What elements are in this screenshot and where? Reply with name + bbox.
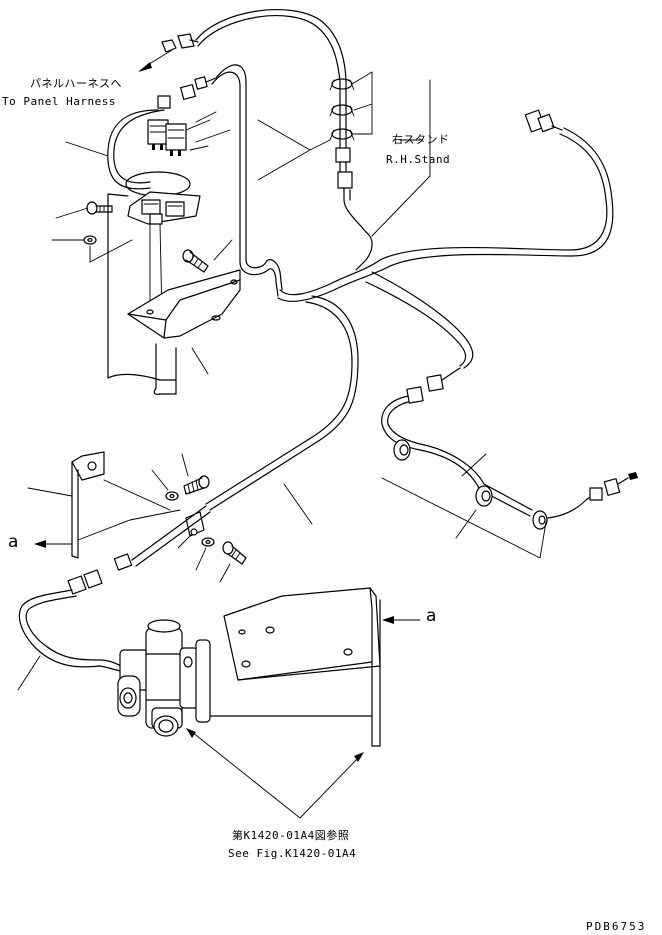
bolt-center: [181, 453, 210, 495]
ref-letter-left: a: [8, 532, 19, 552]
connector-right-end: [547, 472, 638, 519]
harness-clamps: [329, 71, 373, 141]
see-fig-label-jp: 第K1420-01A4図参照: [232, 829, 350, 842]
right-bracket-plate: [223, 587, 381, 747]
relay-base: [125, 171, 201, 225]
washer-center: [151, 469, 179, 501]
rh-stand-leader: [371, 79, 431, 237]
relay-assembly: [147, 119, 211, 156]
leader-misc: [283, 483, 313, 525]
rh-stand-connectors: [335, 147, 373, 271]
connector-pair-mid-right: [381, 367, 533, 517]
ref-arrow-left: [34, 540, 73, 548]
panel-harness-label-jp: パネルハーネスへ: [30, 77, 122, 90]
relay-bracket-plate: [107, 193, 177, 395]
ref-letter-right: a: [426, 606, 437, 626]
main-harness-lower: [205, 127, 614, 511]
bolt-lower: [219, 541, 247, 583]
see-fig-label-en: See Fig.K1420-01A4: [228, 847, 357, 860]
connector-pair-a: [180, 76, 217, 100]
see-fig-leaders: [186, 728, 364, 819]
connector-top-right: [524, 109, 563, 133]
solenoid-valve: [99, 619, 373, 737]
harness-lower-left: [17, 505, 211, 691]
left-plate-bracket: [27, 451, 181, 559]
drawing-code: PDB6753: [586, 920, 647, 933]
panel-harness-label-en: To Panel Harness: [2, 95, 116, 108]
leader-lines-left: [51, 111, 331, 375]
grommets-right: [381, 439, 548, 559]
to-panel-arrow: [138, 49, 173, 72]
mounting-bracket: [127, 269, 241, 339]
washer-lower: [195, 537, 215, 571]
ref-arrow-right: [382, 616, 421, 624]
top-connector: [161, 33, 199, 53]
washer-relay: [83, 235, 133, 263]
main-harness-upper: [195, 9, 347, 297]
rh-stand-label-en: R.H.Stand: [386, 153, 451, 166]
bolt-bracket: [182, 249, 209, 273]
rh-stand-label-jp: 右スタンド: [392, 133, 450, 146]
